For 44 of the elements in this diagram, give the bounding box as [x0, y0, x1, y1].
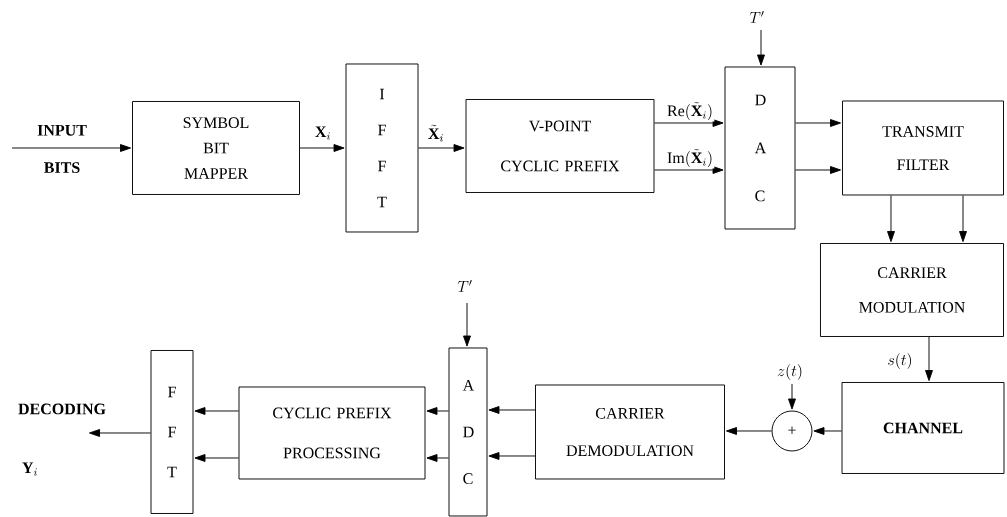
block-box: SYMBOL BIT MAPPER [132, 101, 300, 195]
block-box: CYCLIC PREFIX PROCESSING [238, 386, 426, 480]
arrow [788, 383, 796, 410]
arrow [887, 195, 895, 242]
arrow [925, 336, 933, 381]
arrow [426, 454, 449, 462]
arrow [418, 144, 465, 152]
arrow [299, 144, 345, 152]
arrow [795, 119, 842, 127]
arrow [488, 406, 536, 414]
block-box: CARRIER DEMODULATION [535, 384, 725, 480]
block-box: F F T [150, 350, 194, 514]
arrow [654, 166, 724, 174]
signal-label: $\mathbf{Y}_i$ [22, 462, 37, 476]
edge-label: DECODING [18, 403, 106, 415]
edge-label: $\mathbf{X}_i$ [313, 125, 333, 141]
edge-label: $\mathrm{Re}(\tilde{\mathbf{X}}_i)$ [665, 100, 715, 122]
block-box: D A C [724, 66, 796, 230]
arrow [726, 427, 772, 435]
arrow [757, 29, 765, 66]
arrow [463, 302, 471, 347]
arrow [194, 454, 239, 462]
edge-label: $T'$ [748, 9, 766, 25]
block-box: TRANSMIT FILTER [842, 100, 1004, 196]
edge-label: $\tilde{\mathbf{X}}_i$ [426, 123, 446, 143]
arrow [795, 166, 842, 174]
edge-label: $\mathrm{Im}(\tilde{\mathbf{X}}_i)$ [665, 147, 715, 169]
arrow [11, 144, 132, 152]
edge-label: $s(t)$ [886, 351, 914, 371]
edge-label: INPUT BITS [37, 125, 87, 173]
edge-label: $T'$ [456, 278, 474, 294]
block-box: CARRIER MODULATION [820, 243, 1004, 337]
edge-label: $z(t)$ [775, 362, 805, 382]
block-box: V-POINT CYCLIC PREFIX [465, 99, 655, 193]
arrow [488, 452, 536, 460]
block-box: CHANNEL [841, 382, 1005, 474]
arrow [813, 427, 842, 435]
arrow [89, 429, 151, 437]
arrow [959, 195, 967, 242]
block-box: I F F T [345, 63, 419, 233]
block-box: A D C [448, 347, 488, 517]
arrow [194, 407, 239, 415]
arrow [426, 407, 449, 415]
arrow [654, 119, 724, 127]
